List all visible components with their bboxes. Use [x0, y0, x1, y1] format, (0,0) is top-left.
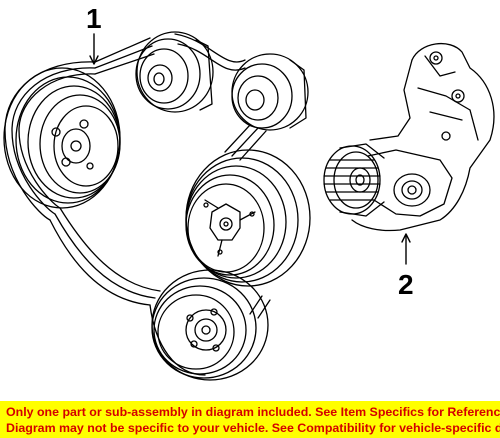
ac-compressor-pulley	[185, 149, 311, 287]
crankshaft-pulley	[3, 67, 121, 209]
lower-pulley	[151, 269, 269, 381]
callout-2: 2	[398, 233, 414, 300]
belt-tensioner-assembly	[323, 42, 495, 232]
disclaimer-banner: Only one part or sub-assembly in diagram…	[0, 401, 500, 438]
serpentine-belt	[4, 33, 271, 376]
disclaimer-line-2: Diagram may not be specific to your vehi…	[6, 421, 500, 435]
disclaimer-line-1: Only one part or sub-assembly in diagram…	[6, 405, 500, 419]
belt-drive-diagram: 1 2	[3, 3, 495, 381]
callout-1: 1	[86, 3, 102, 65]
callout-2-label: 2	[398, 269, 414, 300]
callout-1-label: 1	[86, 3, 102, 34]
idler-pulley-right	[231, 53, 309, 131]
idler-pulley	[135, 31, 214, 113]
